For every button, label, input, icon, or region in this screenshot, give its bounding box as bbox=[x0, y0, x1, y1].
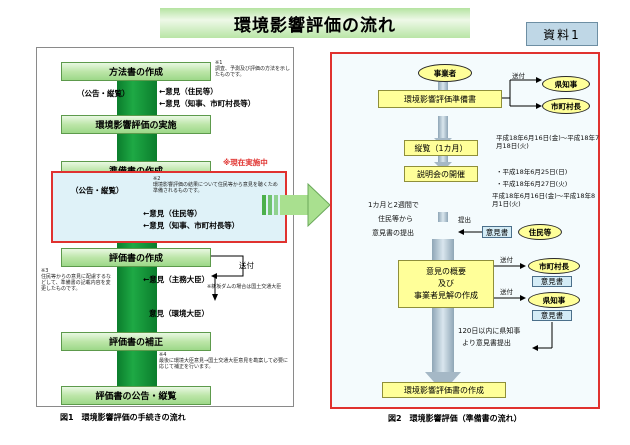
send-label-3: 送付 bbox=[500, 288, 513, 296]
deadline-arrow bbox=[532, 322, 553, 351]
public-inspection-box: 縦覧（1カ月） bbox=[404, 140, 478, 156]
opinion-gov-1: ←意見（知事、市町村長等） bbox=[159, 99, 256, 108]
summary-line-1: 意見の概要 bbox=[426, 267, 466, 276]
notice-label-1: （公告・縦覧） bbox=[77, 89, 130, 98]
submission-dates: 平成18年6月16日(金)～平成18年8月1日(火) bbox=[492, 192, 596, 208]
opinion-minister: ←意見（主務大臣） bbox=[143, 275, 210, 284]
send-lines-top bbox=[502, 77, 542, 109]
document-label: 資料1 bbox=[526, 22, 598, 46]
submit-label: 提出 bbox=[458, 216, 471, 224]
opinion-document-tag-3: 意見書 bbox=[532, 310, 572, 321]
deadline-line-2: より意見書提出 bbox=[462, 339, 511, 347]
governor-oval-2: 県知事 bbox=[528, 292, 580, 308]
step-evaluation-document: 評価書の作成 bbox=[61, 248, 211, 267]
opinion-document-tag-2: 意見書 bbox=[532, 276, 572, 287]
arrow-shaft-4 bbox=[438, 156, 448, 162]
step-revision: 評価書の補正 bbox=[61, 332, 211, 351]
opinion-resident-2: ←意見（住民等） bbox=[143, 209, 202, 218]
send-flow-lines bbox=[211, 255, 244, 301]
now-in-progress-label: ※現在実施中 bbox=[223, 158, 268, 167]
summary-box: 意見の概要 及び 事業者見解の作成 bbox=[398, 260, 494, 308]
arrow-shaft-1 bbox=[438, 82, 448, 90]
mayor-oval: 市町村長 bbox=[542, 98, 590, 114]
mayor-oval-2: 市町村長 bbox=[528, 258, 580, 274]
current-stage-highlight bbox=[51, 171, 287, 243]
period-text-1: 1カ月と2週間で bbox=[368, 201, 419, 209]
step-method-document: 方法書の作成 bbox=[61, 62, 211, 81]
briefing-session-box: 説明会の開催 bbox=[404, 166, 478, 182]
notice-label-2: （公告・縦覧） bbox=[71, 186, 124, 195]
opinion-resident-1: ←意見（住民等） bbox=[159, 87, 218, 96]
figure-1-caption: 図1 環境影響評価の手続きの流れ bbox=[60, 413, 186, 422]
briefing-date-2: ・平成18年6月27日(火) bbox=[496, 180, 568, 188]
public-inspection-dates: 平成18年6月16日(金)～平成18年7月18日(火) bbox=[496, 134, 600, 150]
period-text-3: 意見書の提出 bbox=[372, 229, 414, 237]
arrow-shaft-2 bbox=[438, 116, 448, 138]
summary-line-3: 事業者見解の作成 bbox=[414, 291, 478, 300]
summary-line-2: 及び bbox=[438, 279, 454, 288]
send-label-left: 送付 bbox=[239, 261, 254, 270]
prep-document-box: 環境影響評価準備書 bbox=[378, 90, 502, 108]
connector-arrow bbox=[262, 182, 331, 228]
step-public-notice: 評価書の公告・縦覧 bbox=[61, 386, 211, 405]
briefing-date-1: ・平成18年6月25日(日) bbox=[496, 168, 568, 176]
figure-2-caption: 図2 環境影響評価（準備書の流れ） bbox=[388, 414, 522, 423]
step-assessment: 環境影響評価の実施 bbox=[61, 115, 211, 134]
period-text-2: 住民等から bbox=[378, 215, 413, 223]
dam-note: ※新坂ダムの場合は国土交通大臣 bbox=[207, 284, 282, 290]
right-flow-panel: 事業者 環境影響評価準備書 送付 県知事 市町村長 縦覧（1カ月） 平成18年6… bbox=[330, 52, 600, 409]
business-operator: 事業者 bbox=[418, 64, 472, 82]
opinion-document-tag: 意見書 bbox=[482, 226, 512, 238]
residents-oval: 住民等 bbox=[518, 224, 562, 240]
arrow-shaft-3 bbox=[438, 212, 448, 222]
governor-oval: 県知事 bbox=[542, 76, 590, 92]
send-label-1: 送付 bbox=[512, 72, 525, 80]
opinion-env-minister: 意見（環境大臣） bbox=[149, 309, 209, 318]
send-lines-bottom bbox=[494, 263, 526, 301]
opinion-gov-2: ←意見（知事、市町村長等） bbox=[143, 221, 240, 230]
final-assessment-box: 環境影響評価書の作成 bbox=[382, 382, 506, 398]
send-label-2: 送付 bbox=[500, 256, 513, 264]
page-title: 環境影響評価の流れ bbox=[160, 8, 470, 38]
deadline-line-1: 120日以内に県知事 bbox=[458, 327, 521, 335]
